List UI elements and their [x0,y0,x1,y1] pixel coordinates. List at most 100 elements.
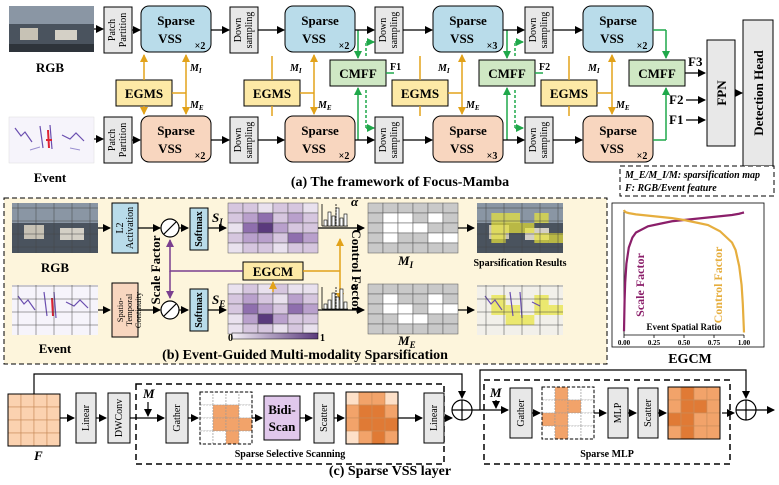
token-cell [225,417,240,432]
token-cell [541,386,556,401]
mask-cell [427,323,444,335]
token-cell [706,412,721,427]
histogram-bar [339,288,344,310]
heatmap-cell [227,212,244,224]
token-cell [706,386,721,401]
mask-cell [427,313,444,325]
mask-cell [427,232,444,244]
mask-cell [367,232,384,244]
scale-factor-label-b: Scale Factor [148,235,163,304]
token-cell [680,425,695,440]
mi-label-3: MI [437,63,450,75]
heatmap-cell [227,313,244,325]
svg-text:Detection Head: Detection Head [751,49,766,135]
event-grid-image [12,285,98,335]
sparse-vss-rgb-4: Sparse VSS ×2 [582,5,654,53]
token-cell [7,432,22,447]
me-label-1: ME [189,100,204,112]
egms-block-4: EGMS [540,79,598,107]
heatmap-cell [257,222,274,234]
sparse-vss-rgb-1: Sparse VSS ×2 [140,5,212,53]
mask-cell [412,212,429,224]
svg-text:VSS: VSS [600,31,624,46]
sparse-vss-event-2: Sparse VSS ×2 [284,115,356,163]
heatmap-cell [227,222,244,234]
token-cell [580,425,595,440]
svg-text:Downsampling: Downsampling [233,122,255,159]
heatmap-cell [272,283,289,295]
histogram-bar [327,211,332,227]
mask-cell [442,242,459,254]
svg-text:EGMS: EGMS [401,86,439,101]
mask-cell [382,283,399,295]
control-factor-legend: Control Factor [711,246,725,323]
svg-text:×2: ×2 [195,151,206,162]
sparse-mlp-box [483,379,731,465]
token-cell [541,412,556,427]
token-cell [680,399,695,414]
token-cell [706,399,721,414]
sparsification-result-rgb [477,203,563,253]
mask-cell [382,323,399,335]
scattered-token-grid-2 [667,386,721,440]
event-label-b: Event [39,341,72,356]
scattered-token-grid-1 [345,391,399,445]
token-cell [212,417,227,432]
gathered-token-grid-1 [199,391,253,445]
svg-text:Scatter: Scatter [643,398,654,426]
sparse-vss-rgb-3: Sparse VSS ×3 [432,5,504,53]
sparse-selective-scanning-box [135,383,445,465]
svg-text:EGMS: EGMS [253,86,291,101]
mask-cell [442,212,459,224]
svg-text:Scan: Scan [269,419,297,434]
rgb-input-image [9,6,94,52]
down-sampling-rgb-2: Downsampling [374,6,404,54]
token-cell [358,417,373,432]
heatmap-cell [272,232,289,244]
mask-cell [442,202,459,214]
token-cell [7,406,22,421]
egcm-chart-title: EGCM [668,352,712,367]
scale-factor-legend: Scale Factor [633,253,647,317]
token-cell [541,425,556,440]
heatmap-cell [272,222,289,234]
mi-label-1: MI [189,63,202,75]
x-tick-label: 0.75 [708,339,721,347]
mask-cell [442,293,459,305]
token-cell [238,417,253,432]
svg-text:VSS: VSS [600,141,624,156]
panel-b: RGB Event L2Activation Spatio-TemporalCo… [3,194,608,365]
heatmap-cell [287,303,304,315]
mask-cell [367,222,384,234]
heatmap-cell [257,212,274,224]
heatmap-cell [227,283,244,295]
token-cell [693,399,708,414]
mask-cell [382,242,399,254]
svg-text:EGCM: EGCM [253,264,293,279]
svg-text:Softmax: Softmax [194,292,205,328]
token-cell [693,386,708,401]
svg-text:×2: ×2 [637,151,648,162]
token-cell [20,393,35,408]
token-cell [384,417,399,432]
svg-text:Gather: Gather [516,399,527,427]
mask-cell [442,303,459,315]
token-cell [567,386,582,401]
caption-c: (c) Sparse VSS layer [329,464,451,479]
token-cell [345,404,360,419]
mask-cell [412,313,429,325]
gathered-token-grid-2 [541,386,595,440]
mask-cell [412,222,429,234]
token-cell [212,404,227,419]
alpha-label-top: α [351,194,359,209]
event-label: Event [34,170,67,185]
heatmap-cell [302,303,319,315]
mi-label-2: MI [289,63,302,75]
svg-text:×2: ×2 [637,41,648,52]
token-cell [212,430,227,445]
mask-cell [412,293,429,305]
down-sampling-event-2: Downsampling [374,116,404,164]
token-cell [20,406,35,421]
score-histogram-event [321,287,348,310]
svg-text:Sparse: Sparse [157,13,195,28]
